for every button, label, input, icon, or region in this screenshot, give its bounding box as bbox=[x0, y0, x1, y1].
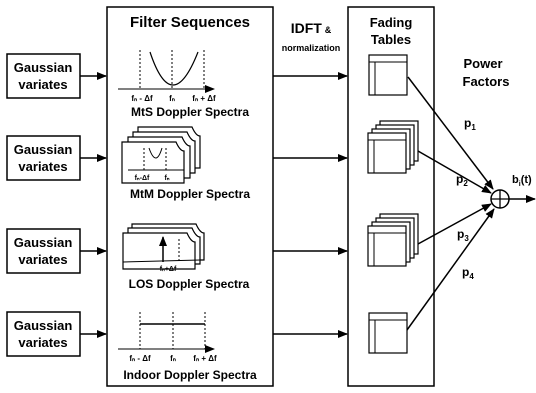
p4-label: p4 bbox=[462, 265, 474, 281]
mtm-label: MtM Doppler Spectra bbox=[130, 187, 250, 201]
source-box-3: Gaussian variates bbox=[6, 228, 81, 274]
idft-sub-label: normalization bbox=[282, 43, 341, 53]
source-label-1a: Gaussian bbox=[14, 60, 73, 75]
source-label-2a: Gaussian bbox=[14, 142, 73, 157]
power-factors-title-1: Power bbox=[463, 56, 502, 71]
fading-table-3 bbox=[367, 213, 419, 267]
output-label: bi(t) bbox=[512, 174, 532, 188]
indoor-spectrum: fₙ - Δf fₙ fₙ + Δf Indoor Doppler Spectr… bbox=[118, 312, 257, 382]
fading-title-2: Tables bbox=[371, 32, 411, 47]
mts-tick-3: fₙ + Δf bbox=[192, 94, 216, 103]
line-p2 bbox=[417, 150, 492, 194]
source-label-4b: variates bbox=[18, 335, 67, 350]
p2-label: p2 bbox=[456, 172, 468, 188]
indoor-tick-1: fₙ - Δf bbox=[129, 354, 151, 363]
los-spectrum: fₙ+Δf LOS Doppler Spectra bbox=[122, 223, 250, 291]
mtm-tick-2: fₙ bbox=[164, 175, 169, 182]
source-label-3a: Gaussian bbox=[14, 235, 73, 250]
mts-tick-1: fₙ - Δf bbox=[131, 94, 153, 103]
indoor-tick-3: fₙ + Δf bbox=[193, 354, 217, 363]
power-factors-title-2: Factors bbox=[463, 74, 510, 89]
mts-tick-2: fₙ bbox=[169, 94, 175, 103]
filter-panel-title: Filter Sequences bbox=[130, 14, 250, 31]
indoor-label: Indoor Doppler Spectra bbox=[123, 368, 257, 382]
source-box-4: Gaussian variates bbox=[6, 311, 81, 357]
fading-table-1 bbox=[368, 54, 408, 96]
indoor-tick-2: fₙ bbox=[170, 354, 176, 363]
source-label-1b: variates bbox=[18, 77, 67, 92]
fading-title-1: Fading bbox=[370, 15, 413, 30]
los-label: LOS Doppler Spectra bbox=[129, 277, 250, 291]
source-label-4a: Gaussian bbox=[14, 318, 73, 333]
fading-table-2 bbox=[367, 120, 419, 174]
mtm-spectrum: fₙ-Δf fₙ MtM Doppler Spectra bbox=[121, 126, 250, 201]
source-box-2: Gaussian variates bbox=[6, 135, 81, 181]
mtm-tick-1: fₙ-Δf bbox=[135, 175, 150, 182]
fading-table-4 bbox=[368, 312, 408, 354]
line-p3 bbox=[417, 203, 492, 245]
summing-junction bbox=[490, 189, 510, 209]
los-tick-1: fₙ+Δf bbox=[160, 266, 177, 273]
mts-spectrum: fₙ - Δf fₙ fₙ + Δf MtS Doppler Spectra bbox=[118, 50, 249, 119]
mts-label: MtS Doppler Spectra bbox=[131, 105, 249, 119]
line-p1 bbox=[407, 76, 494, 190]
p3-label: p3 bbox=[457, 227, 469, 243]
source-label-2b: variates bbox=[18, 159, 67, 174]
source-box-1: Gaussian variates bbox=[6, 53, 81, 99]
line-p4 bbox=[406, 208, 495, 331]
p1-label: p1 bbox=[464, 116, 476, 132]
idft-label: IDFT& bbox=[291, 20, 332, 36]
source-label-3b: variates bbox=[18, 252, 67, 267]
